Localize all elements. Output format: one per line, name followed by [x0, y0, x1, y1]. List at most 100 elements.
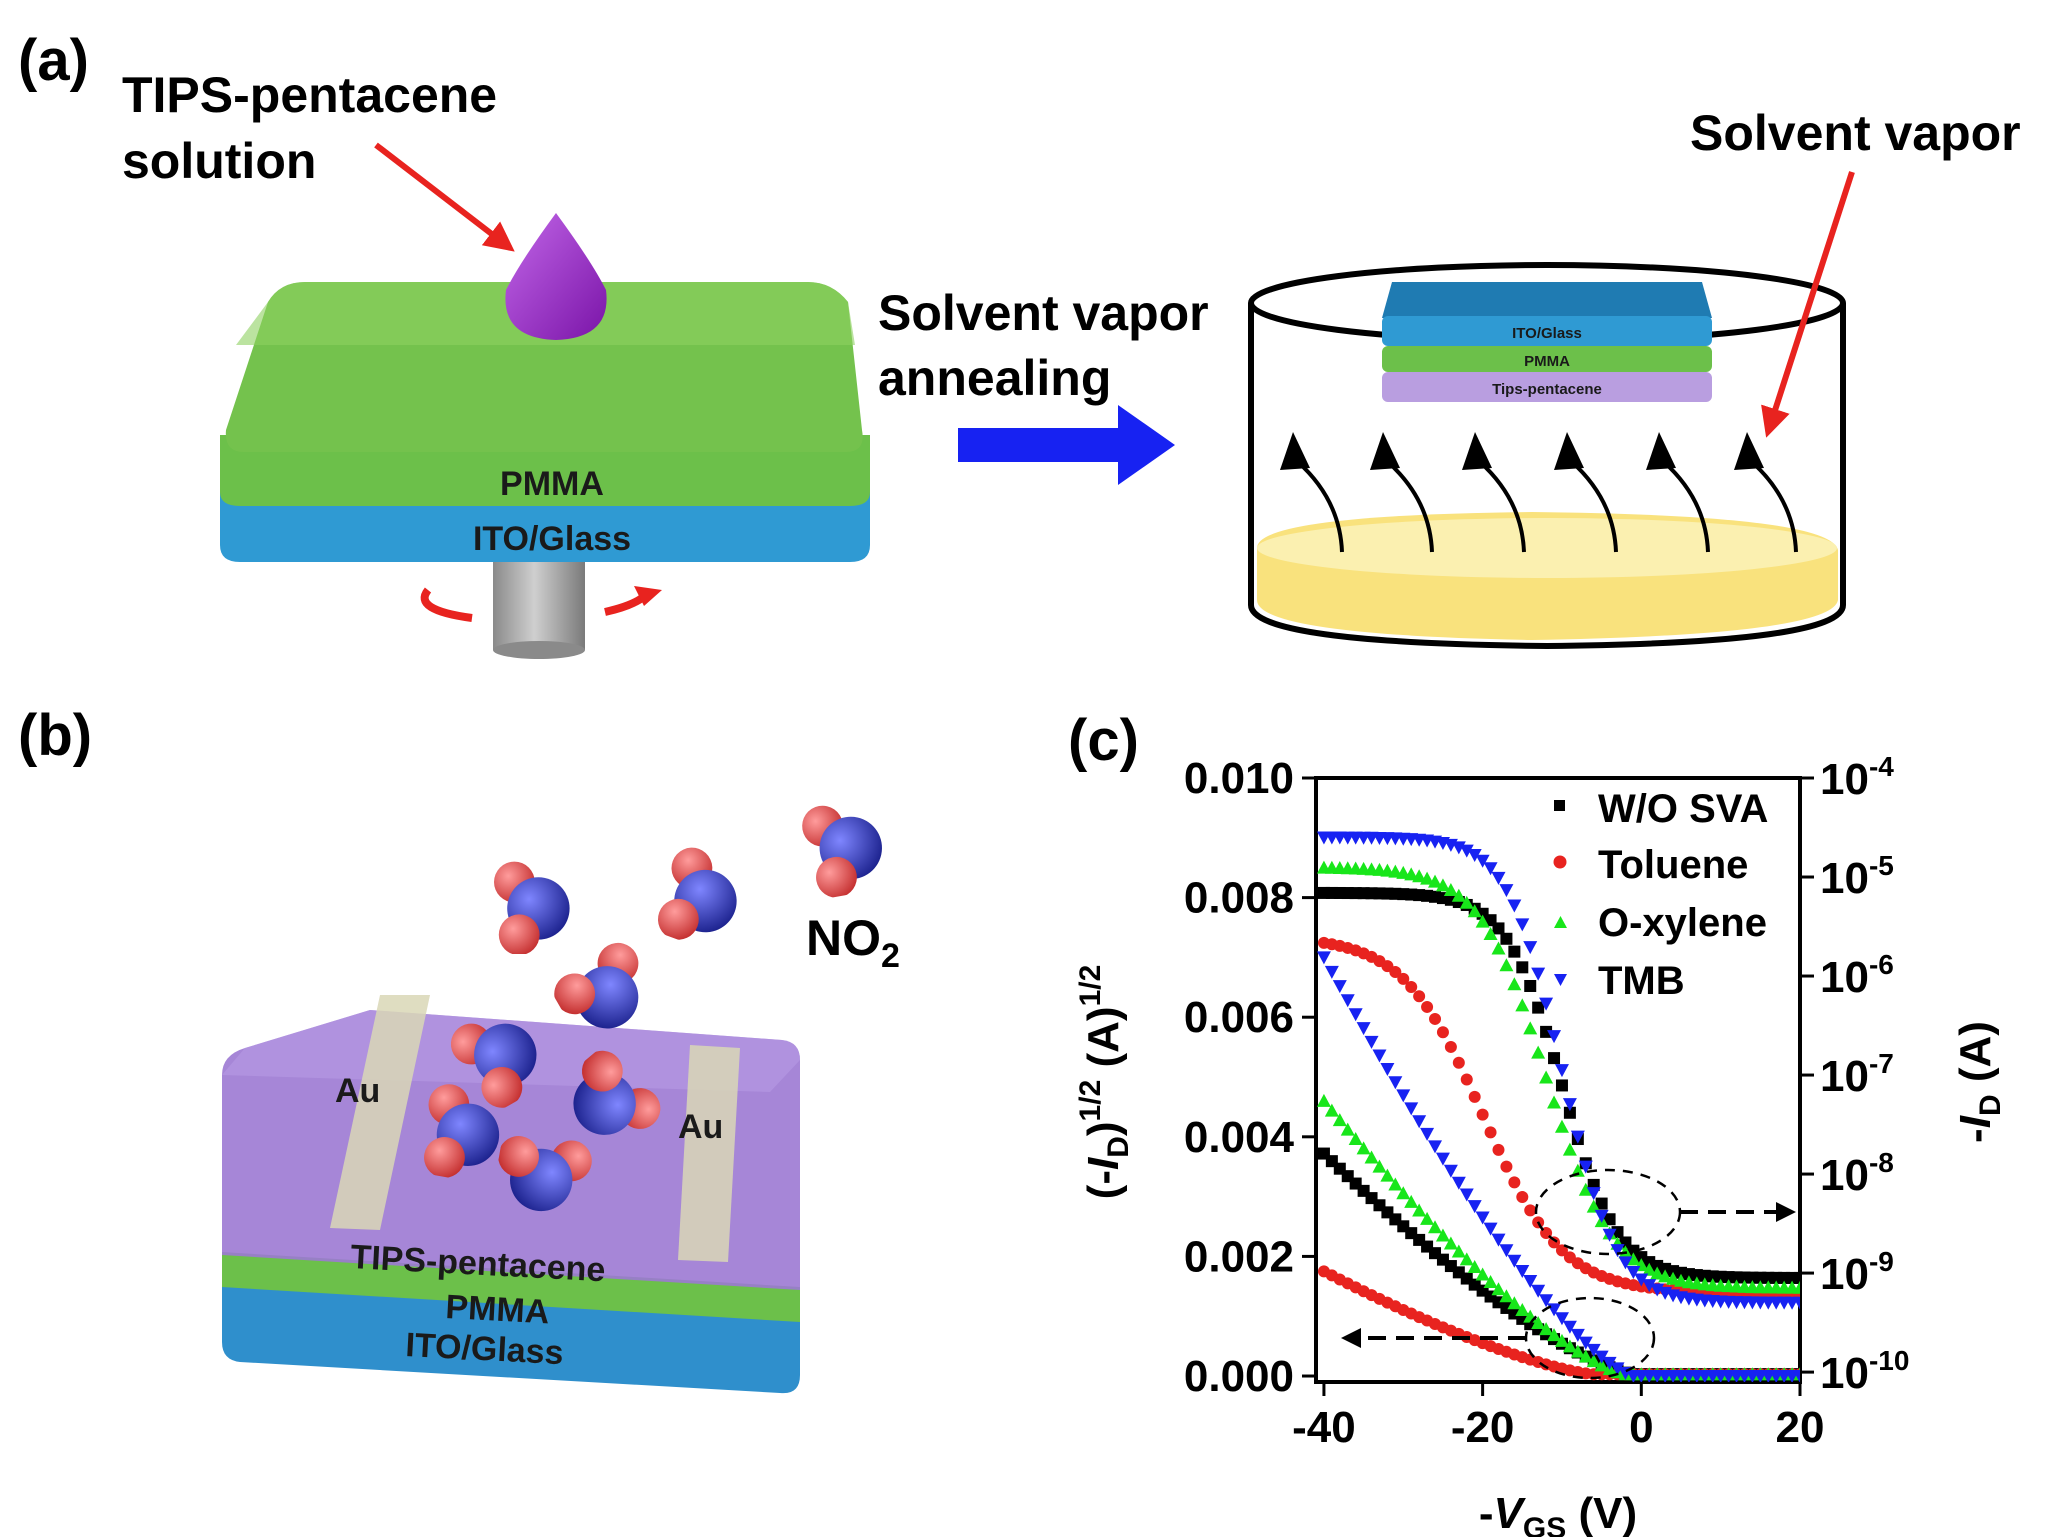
data-point — [1586, 1199, 1601, 1213]
y-right-tick-label: 10-4 — [1820, 751, 1894, 804]
data-point — [1420, 871, 1435, 885]
au-electrode-right — [678, 1045, 740, 1262]
data-point — [1459, 895, 1474, 909]
legend-wo-sva: W/O SVA — [1598, 787, 1768, 831]
data-point — [1540, 1025, 1553, 1038]
data-point — [1554, 1064, 1569, 1078]
data-point — [1397, 972, 1410, 985]
data-point — [1435, 1228, 1450, 1242]
data-point — [1372, 1159, 1387, 1173]
process-label-line2: annealing — [878, 350, 1111, 406]
data-point — [1444, 1040, 1457, 1053]
data-point — [1459, 1252, 1474, 1266]
mini-tips-label: Tips-pentacene — [1492, 381, 1602, 398]
panel-a: (a) TIPS-pentacene solution PMMA ITO/Gla… — [18, 28, 2021, 659]
data-point — [1491, 871, 1506, 885]
data-point — [1404, 1102, 1419, 1116]
data-point — [1507, 977, 1522, 991]
y-left-tick-label: 0.004 — [1184, 1113, 1295, 1162]
mini-pmma-label: PMMA — [1524, 353, 1570, 370]
data-point — [1516, 961, 1529, 974]
data-point — [1451, 888, 1466, 902]
data-point — [1594, 1209, 1609, 1223]
data-point — [1324, 1103, 1339, 1117]
y-left-tick-label: 0.006 — [1184, 993, 1294, 1042]
no2-label: NO2 — [806, 910, 900, 975]
y-right-axis-title: -ID (A) — [1951, 1021, 2007, 1143]
data-point — [1428, 1140, 1443, 1154]
data-point — [1642, 1262, 1657, 1276]
data-point — [1380, 1168, 1395, 1182]
data-point — [1429, 1012, 1442, 1025]
data-point — [1524, 979, 1537, 992]
data-point — [1412, 1115, 1427, 1129]
x-tick-label: 0 — [1629, 1403, 1653, 1452]
data-point — [1499, 1244, 1514, 1258]
rotation-arrow-icon — [420, 587, 473, 622]
data-point — [1460, 1073, 1473, 1086]
data-point — [1316, 951, 1331, 965]
legend-toluene: Toluene — [1598, 843, 1748, 887]
data-point — [1356, 1022, 1371, 1036]
data-point — [1570, 1328, 1585, 1342]
data-point — [1548, 1052, 1561, 1065]
data-point — [1475, 914, 1490, 928]
y-left-tick-label: 0.002 — [1184, 1232, 1294, 1281]
plot-frame — [1314, 776, 1802, 1384]
data-point — [1492, 1143, 1505, 1156]
data-point — [1524, 1204, 1537, 1217]
data-point — [1650, 1266, 1665, 1280]
y-left-tick-label: 0.008 — [1184, 874, 1294, 923]
data-point — [1389, 965, 1402, 978]
data-point — [1467, 849, 1482, 863]
data-point — [1626, 1252, 1641, 1266]
data-point — [1491, 1282, 1506, 1296]
data-point — [1539, 1294, 1554, 1308]
data-point — [1340, 994, 1355, 1008]
data-point — [1602, 1356, 1617, 1370]
data-point — [1547, 1095, 1562, 1109]
data-point — [1420, 1127, 1435, 1141]
y-left-axis-title: (-ID)1/2 (A)1/2 — [1074, 965, 1135, 1200]
data-point — [1412, 869, 1427, 883]
data-point — [1507, 1296, 1522, 1310]
y-right-tick-label: 10-10 — [1820, 1345, 1909, 1398]
data-point — [1562, 1320, 1577, 1334]
data-point — [1467, 1260, 1482, 1274]
no2-molecule-icon — [647, 841, 751, 956]
y-left-tick-label: 0.010 — [1184, 754, 1294, 803]
data-point — [1348, 1132, 1363, 1146]
data-point — [1578, 1349, 1593, 1363]
pmma-layer-label: PMMA — [500, 465, 604, 503]
legend: W/O SVA Toluene O-xylene TMB — [1553, 787, 1768, 1003]
data-point — [1794, 1271, 1800, 1284]
data-point — [1555, 1244, 1568, 1257]
y-right-tick-label: 10-7 — [1820, 1048, 1894, 1101]
data-point — [1413, 990, 1426, 1003]
data-point — [1793, 1370, 1800, 1382]
data-point — [1396, 1089, 1411, 1103]
data-point — [1451, 1244, 1466, 1258]
data-point — [1515, 1302, 1530, 1316]
data-point — [1443, 1164, 1458, 1178]
data-point — [1428, 1220, 1443, 1234]
data-point — [1595, 1197, 1608, 1210]
data-point — [1586, 1343, 1601, 1357]
data-point — [1324, 965, 1339, 979]
data-point — [1658, 1269, 1673, 1283]
legend-tmb: TMB — [1598, 959, 1685, 1003]
legend-o-xylene: O-xylene — [1598, 901, 1767, 945]
data-point — [1547, 1328, 1562, 1342]
y-right-tick-label: 10-6 — [1820, 949, 1894, 1002]
data-point — [1793, 1296, 1800, 1310]
data-point — [1515, 998, 1530, 1012]
data-point — [1515, 1265, 1530, 1279]
data-point — [1562, 1098, 1577, 1112]
data-point — [1484, 1126, 1497, 1139]
data-point — [1594, 1350, 1609, 1364]
vapor-label: Solvent vapor — [1690, 105, 2021, 161]
data-point — [1618, 1256, 1633, 1270]
data-point — [1548, 1236, 1561, 1249]
data-point — [1404, 1194, 1419, 1208]
